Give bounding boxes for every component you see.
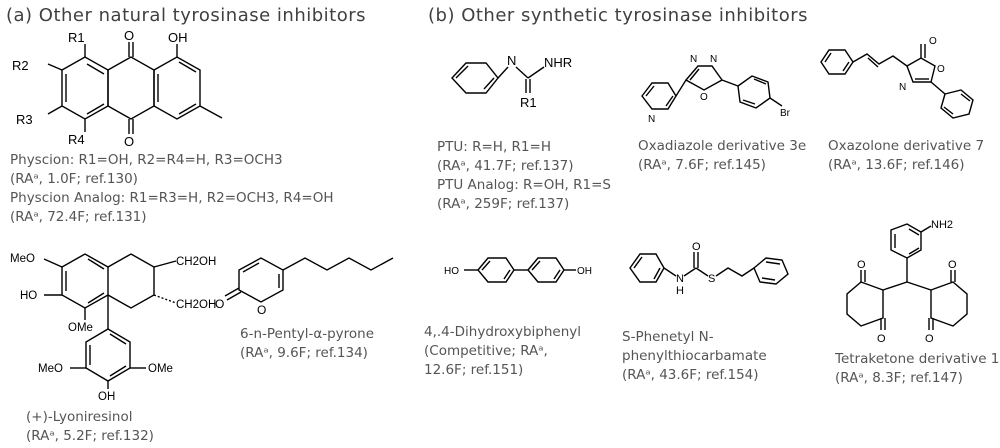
biphenyl-line-1: 4,.4-Dihydroxybiphenyl (424, 324, 582, 340)
sulfur-label: S (708, 273, 715, 285)
physcion-structure: R1 R2 R3 R4 O O OH (12, 28, 223, 149)
pyrone-caption: 6-n-Pentyl-α-pyrone (RAᵃ, 9.6F; ref.134) (240, 325, 374, 363)
oxazolone-caption: Oxazolone derivative 7 (RAᵃ, 13.6F; ref.… (828, 137, 984, 175)
thiocarbamate-line-3: (RAᵃ, 43.6F; ref.154) (622, 367, 759, 383)
pyrone-line-1: 6-n-Pentyl-α-pyrone (240, 326, 375, 342)
nitrogen-label: N (648, 114, 655, 125)
hydroxymethyl-label: CH2OH (176, 256, 216, 268)
oxygen-label: O (124, 134, 134, 149)
oxazolone-line-1: Oxazolone derivative 7 (828, 138, 985, 154)
methoxy-label: MeO (10, 253, 35, 265)
ptu-line-4: (RAᵃ, 259F; ref.137) (437, 196, 570, 212)
thiocarbamate-line-1: S-Phenetyl N- (622, 329, 714, 345)
tetraketone-line-2: (RAᵃ, 8.3F; ref.147) (835, 370, 963, 386)
lyoniresinol-line-2: (RAᵃ, 5.2F; ref.132) (26, 428, 154, 444)
r1-label: R1 (68, 30, 85, 45)
physcion-line-1: Physcion: R1=OH, R2=R4=H, R3=OCH3 (10, 152, 283, 168)
ptu-structure: N NHR R1 (451, 53, 572, 110)
ptu-line-3: PTU Analog: R=OH, R1=S (437, 177, 611, 193)
lyoniresinol-line-1: (+)-Lyoniresinol (26, 409, 133, 425)
biphenyl-structure: HO OH (444, 257, 592, 283)
oxygen-label: O (925, 333, 934, 345)
biphenyl-caption: 4,.4-Dihydroxybiphenyl (Competitive; RAᵃ… (424, 323, 581, 380)
physcion-line-2: (RAᵃ, 1.0F; ref.130) (10, 171, 138, 187)
ptu-line-2: (RAᵃ, 41.7F; ref.137) (437, 158, 574, 174)
methoxy-label: MeO (38, 363, 63, 375)
methoxy-label: OMe (148, 363, 173, 375)
biphenyl-line-2: (Competitive; RAᵃ, (424, 343, 548, 359)
oxygen-label: O (692, 241, 701, 253)
amine-label: NH2 (931, 219, 953, 231)
tetraketone-structure: NH2 O O O O (846, 219, 968, 345)
thiocarbamate-line-2: phenylthiocarbamate (622, 348, 767, 364)
oxygen-label: O (215, 297, 224, 311)
tetraketone-caption: Tetraketone derivative 11 (RAᵃ, 8.3F; re… (835, 350, 1000, 388)
physcion-line-4: (RAᵃ, 72.4F; ref.131) (10, 209, 147, 225)
ptu-caption: PTU: R=H, R1=H (RAᵃ, 41.7F; ref.137) PTU… (437, 138, 611, 214)
oxadiazole-structure: N N O N Br (641, 54, 791, 125)
hydrogen-label: H (676, 285, 684, 297)
amine-label: NHR (544, 55, 572, 70)
oxazolone-line-2: (RAᵃ, 13.6F; ref.146) (828, 157, 965, 173)
hydroxyl-label: HO (444, 266, 459, 277)
r1-label: R1 (520, 95, 537, 110)
panel-a-title: (a) Other natural tyrosinase inhibitors (6, 5, 366, 26)
oxygen-label: O (948, 259, 957, 271)
panel-b-title: (b) Other synthetic tyrosinase inhibitor… (428, 5, 808, 26)
oxygen-label: O (877, 333, 886, 345)
oxygen-label: O (857, 259, 866, 271)
physcion-line-3: Physcion Analog: R1=R3=H, R2=OCH3, R4=OH (10, 190, 334, 206)
nitrogen-label: N (690, 54, 697, 65)
oxadiazole-line-1: Oxadiazole derivative 3e (638, 138, 807, 154)
oxygen-label: O (700, 92, 708, 103)
nitrogen-label: N (507, 53, 516, 68)
oxygen-label: O (937, 64, 945, 75)
physcion-caption: Physcion: R1=OH, R2=R4=H, R3=OCH3 (RAᵃ, … (10, 151, 334, 227)
hydroxyl-label: OH (577, 266, 592, 277)
hydroxyl-label: HO (20, 290, 37, 302)
oxygen-label: O (257, 303, 266, 317)
lyoniresinol-caption: (+)-Lyoniresinol (RAᵃ, 5.2F; ref.132) (26, 408, 154, 446)
oxygen-label: O (124, 28, 134, 43)
pyrone-structure: O O (215, 257, 394, 317)
pyrone-line-2: (RAᵃ, 9.6F; ref.134) (240, 345, 368, 361)
lyoniresinol-structure: MeO HO OMe CH2OH CH2OH MeO OH OMe (10, 253, 216, 403)
r3-label: R3 (16, 112, 33, 127)
hydroxyl-label: OH (98, 391, 115, 403)
nitrogen-label: N (710, 54, 717, 65)
biphenyl-line-3: 12.6F; ref.151) (424, 362, 524, 378)
bromine-label: Br (780, 108, 791, 119)
oxadiazole-caption: Oxadiazole derivative 3e (RAᵃ, 7.6F; ref… (638, 137, 806, 175)
oxazolone-structure: O O N (820, 36, 974, 119)
ptu-line-1: PTU: R=H, R1=H (437, 139, 551, 155)
r2-label: R2 (12, 58, 29, 73)
thiocarbamate-caption: S-Phenetyl N- phenylthiocarbamate (RAᵃ, … (622, 328, 767, 385)
hydroxymethyl-label: CH2OH (176, 299, 216, 311)
oxadiazole-line-2: (RAᵃ, 7.6F; ref.145) (638, 157, 766, 173)
oxygen-label: O (929, 36, 937, 47)
r4-label: R4 (68, 132, 85, 147)
methoxy-label: OMe (68, 322, 93, 334)
hydroxyl-label: OH (168, 30, 188, 45)
tetraketone-line-1: Tetraketone derivative 11 (835, 351, 1000, 367)
thiocarbamate-structure: O S N H (629, 241, 789, 297)
nitrogen-label: N (899, 82, 906, 93)
nitrogen-label: N (676, 273, 684, 285)
